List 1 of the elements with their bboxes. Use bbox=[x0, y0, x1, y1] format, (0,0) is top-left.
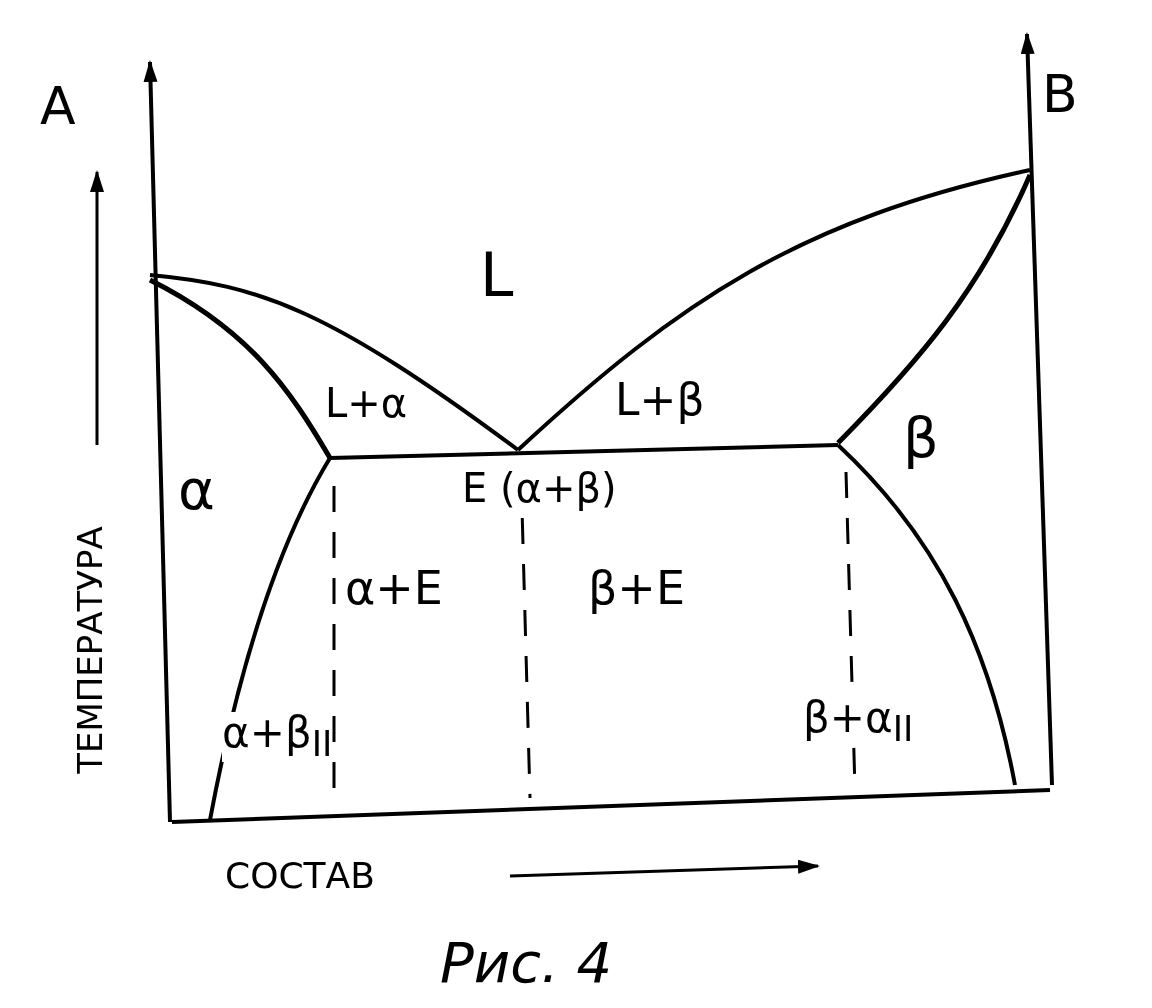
figure-caption: Рис. 4 bbox=[440, 935, 613, 991]
